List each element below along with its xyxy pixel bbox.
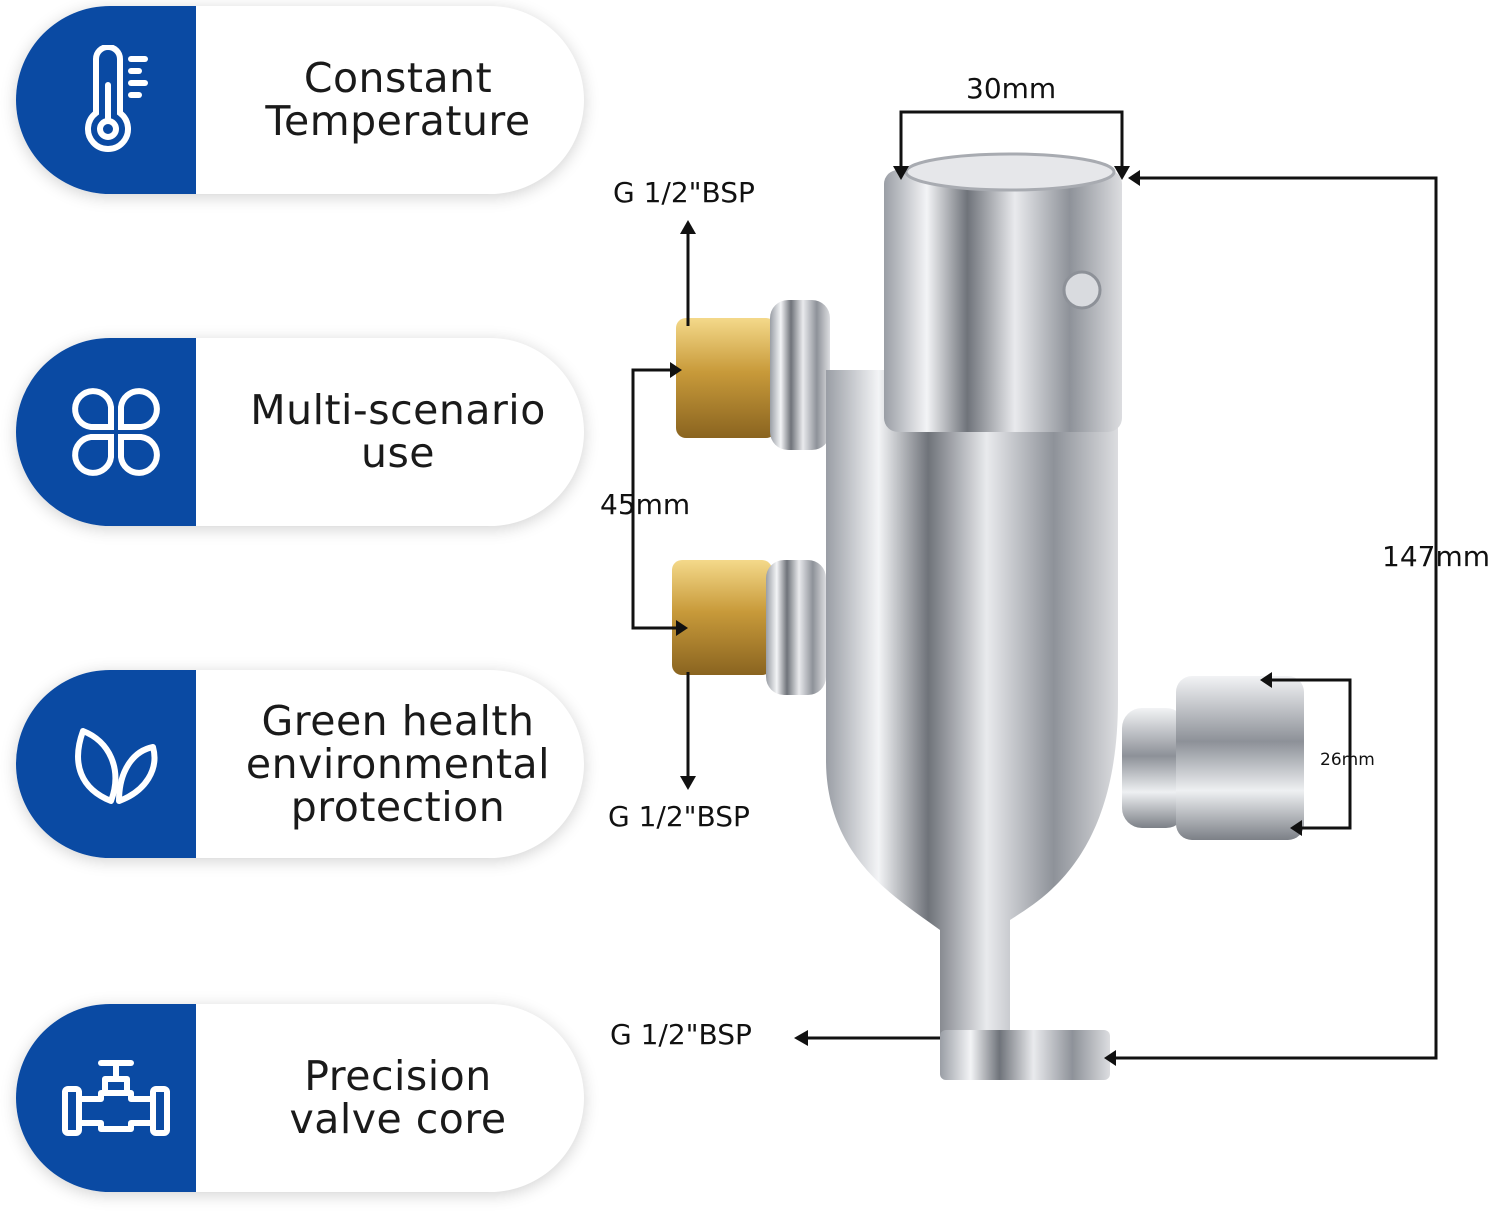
dim-top-width: 30mm [966,72,1057,105]
dim-thread-top: G 1/2"BSP [613,176,755,209]
icon-block [16,1004,196,1192]
dim-thread-middle: G 1/2"BSP [608,800,750,833]
valve-body [826,152,1122,1080]
dim-thread-bottom: G 1/2"BSP [610,1018,752,1051]
dim-inlet-spacing: 45mm [600,488,691,521]
inlet-bottom [672,560,826,695]
icon-block [16,338,196,526]
dim-height: 147mm [1382,540,1490,573]
valve-icon [62,1060,170,1136]
thermometer-icon [85,45,148,152]
side-outlet [1122,676,1304,840]
icon-block [16,6,196,194]
inlet-top [676,300,830,450]
icon-block [16,670,196,858]
leaf-icon [75,728,158,804]
dimension-arrows [670,166,1302,1066]
four-leaf-icon [72,388,160,476]
dim-outlet-diameter: 26mm [1320,750,1375,770]
